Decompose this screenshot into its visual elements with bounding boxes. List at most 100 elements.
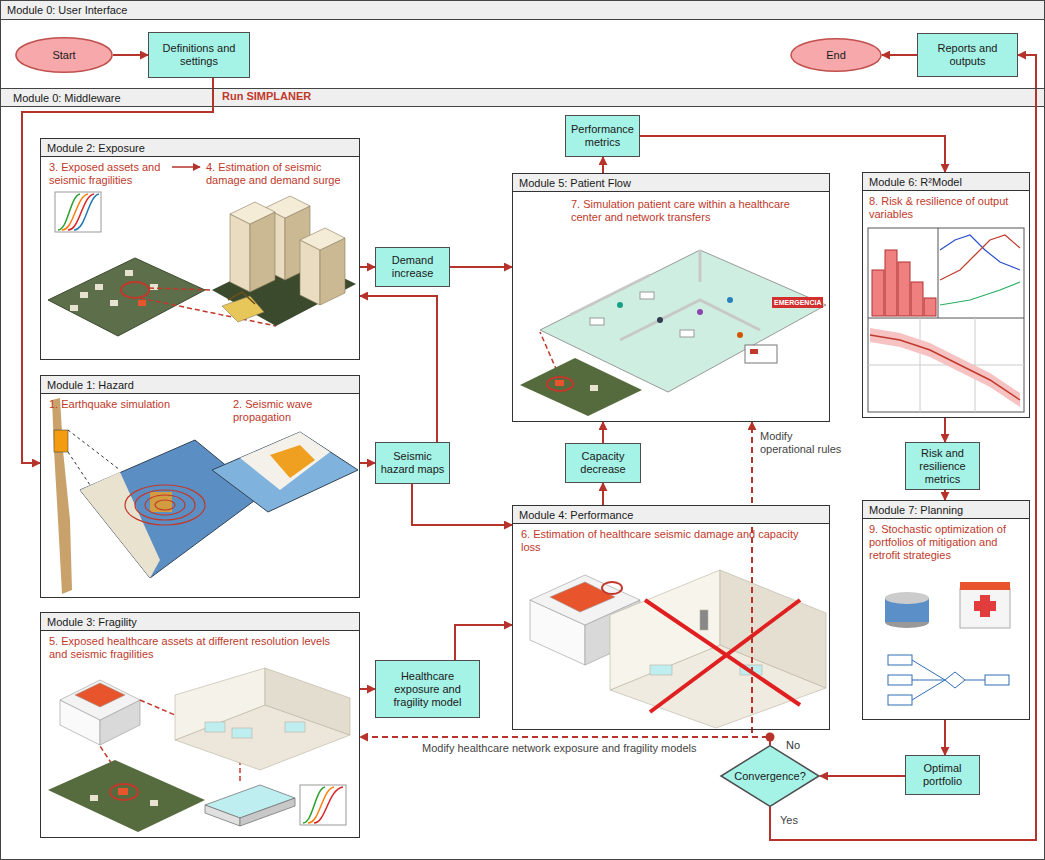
wave-propagation-map xyxy=(212,432,358,512)
module-title: Module 1: Hazard xyxy=(41,376,359,394)
module-title: Module 3: Fragility xyxy=(41,613,359,631)
patient-flow-floor xyxy=(699,250,702,282)
flow-arrow xyxy=(360,688,375,690)
damaged-buildings xyxy=(250,212,275,292)
step-text: 4. Estimation of seismic damage and dema… xyxy=(206,161,356,187)
process-box: Performance metrics xyxy=(565,115,640,157)
hospital-bed xyxy=(205,805,240,826)
city-map xyxy=(125,270,133,276)
module-title: Module 5: Patient Flow xyxy=(513,174,829,192)
box-label: Performance metrics xyxy=(570,123,635,149)
risk-chart xyxy=(868,228,1024,412)
band-title: Module 0: Middleware xyxy=(1,89,1044,107)
flow-arrow xyxy=(640,136,945,172)
box-label: Optimal portfolio xyxy=(910,762,975,788)
hospital-building xyxy=(602,582,622,594)
flow-arrow xyxy=(944,490,946,500)
city-map xyxy=(48,258,205,336)
patient-flow-floor xyxy=(697,309,703,315)
patient-flow-floor xyxy=(570,275,650,315)
healthcare-map xyxy=(547,377,573,391)
step-text: 5. Exposed healthcare assets at differen… xyxy=(49,635,349,661)
process-box: Reports and outputs xyxy=(917,33,1018,77)
module-box: Module 4: Performance6. Estimation of he… xyxy=(512,505,830,730)
zoom-leader xyxy=(149,288,212,290)
step-arrow xyxy=(172,166,200,168)
patient-flow-floor xyxy=(657,317,663,323)
process-box: Definitions and settings xyxy=(148,32,250,78)
module-box: Module 6: R²Model8. Risk & resilience of… xyxy=(862,172,1030,418)
flow-arrow xyxy=(882,54,917,56)
fragility-chart xyxy=(55,192,101,232)
step-text: 2. Seismic wave propagation xyxy=(233,398,353,424)
fragility-chart xyxy=(300,785,346,825)
patient-flow-floor xyxy=(680,330,694,337)
flowchart-icon xyxy=(888,695,912,705)
earthquake-map xyxy=(135,490,195,520)
box-label: Healthcare exposure and fragility model xyxy=(380,670,475,709)
healthcare-map xyxy=(520,358,642,416)
hospital-complex xyxy=(60,680,140,745)
flow-arrow xyxy=(450,266,512,268)
damaged-buildings xyxy=(212,196,356,326)
patient-flow-floor xyxy=(745,345,777,363)
flow-arrow xyxy=(113,54,148,56)
earthquake-map xyxy=(155,500,175,510)
flowchart-icon xyxy=(945,672,965,688)
box-label: Seismic hazard maps xyxy=(380,450,445,476)
wave-propagation-map xyxy=(270,445,315,478)
seismic-isolator xyxy=(885,592,929,604)
damaged-room xyxy=(650,665,672,675)
process-box: Risk and resilience metrics xyxy=(905,442,980,490)
risk-chart xyxy=(940,282,1020,305)
hospital-complex xyxy=(60,680,140,720)
flow-arrow xyxy=(602,422,604,443)
city-map xyxy=(150,284,158,290)
hospital-building xyxy=(550,582,615,612)
patient-flow-floor xyxy=(640,292,654,299)
hospital-room xyxy=(175,668,265,740)
flow-arrow xyxy=(944,720,946,755)
seismic-isolator xyxy=(885,592,929,628)
box-label: Start xyxy=(52,49,75,62)
wave-propagation-map xyxy=(212,432,358,512)
patient-flow-floor xyxy=(737,332,743,338)
flow-arrow xyxy=(360,462,375,464)
risk-chart xyxy=(911,282,923,316)
damaged-room xyxy=(720,570,826,688)
step-arrow xyxy=(172,167,228,389)
damaged-buildings xyxy=(228,292,255,304)
hospital-bed xyxy=(205,785,295,826)
fragility-chart xyxy=(55,192,101,232)
process-box: Demand increase xyxy=(375,247,450,287)
chile-map xyxy=(54,430,68,452)
step-text: 3. Exposed assets and seismic fragilitie… xyxy=(49,161,169,187)
healthcare-map xyxy=(150,800,158,806)
fragility-chart xyxy=(300,785,346,825)
hospital-icon xyxy=(974,601,996,611)
feedback-arrow xyxy=(752,422,770,745)
edge-label: Modify healthcare network exposure and f… xyxy=(420,742,719,755)
healthcare-map xyxy=(110,784,138,800)
box-label: End xyxy=(826,49,846,62)
zoom-leader xyxy=(140,700,175,715)
healthcare-map xyxy=(118,788,128,795)
edge-label: Modify operational rules xyxy=(758,430,847,456)
patient-flow-floor xyxy=(617,302,623,308)
city-map xyxy=(80,292,88,298)
box-label: Risk and resilience metrics xyxy=(910,447,975,486)
flow-arrow xyxy=(360,296,437,442)
hospital-room xyxy=(205,722,225,732)
risk-chart xyxy=(940,235,1020,270)
risk-chart xyxy=(940,235,1020,280)
healthcare-map xyxy=(590,385,598,391)
healthcare-map xyxy=(90,795,98,801)
risk-chart xyxy=(868,318,1024,319)
flowchart-icon xyxy=(985,675,1009,685)
flow-arrow xyxy=(360,266,375,268)
patient-flow-floor xyxy=(620,300,760,340)
fragility-chart xyxy=(314,787,343,823)
chile-map xyxy=(52,398,72,594)
